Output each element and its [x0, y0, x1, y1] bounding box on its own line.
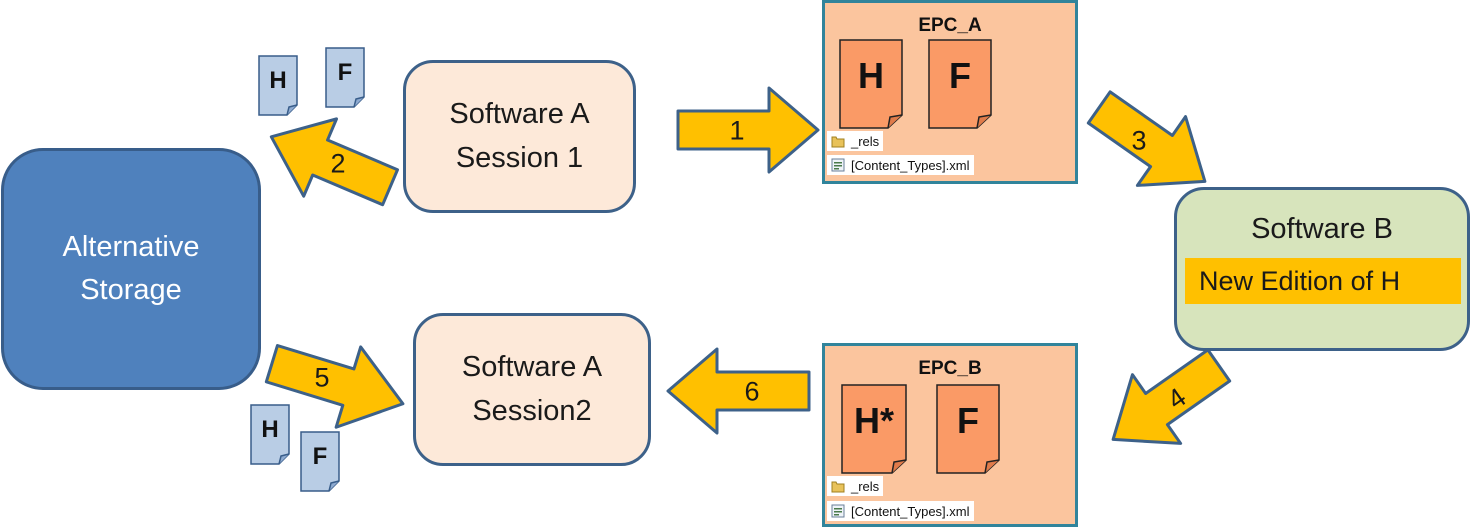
loose-top-doc-h-label: H [269, 66, 287, 94]
alternative-storage-line2: Storage [80, 274, 182, 306]
loose-bottom-doc-h-label: H [261, 415, 279, 443]
session2-line2: Session2 [472, 394, 592, 427]
arrow-6-label: 6 [744, 376, 760, 407]
arrow-1-label: 1 [729, 115, 745, 146]
loose-top-doc-f-label: F [337, 58, 353, 86]
epc-b-doc-h-label: H* [853, 399, 894, 441]
arrow-5-label: 5 [314, 362, 330, 393]
folder-icon [831, 134, 845, 148]
arrow-2-label: 2 [330, 148, 346, 179]
epc-a-rels-row: _rels [827, 131, 884, 151]
epc-b-content-types-label: [Content_Types].xml [851, 503, 970, 519]
document-icon: F [928, 39, 992, 129]
session2-line1: Software A [461, 351, 603, 383]
epc-b-content-types-row: [Content_Types].xml [827, 501, 974, 521]
document-icon: H [250, 404, 290, 465]
epc-b-title: EPC_B [918, 358, 982, 379]
block-arrow-icon [676, 86, 820, 174]
epc-a-title: EPC_A [918, 15, 982, 36]
document-icon: F [936, 384, 1000, 474]
document-icon: H [839, 39, 903, 129]
epc-b-doc-f-label: F [957, 399, 979, 441]
software-a-session1-box: Software A Session 1 [403, 60, 636, 213]
software-a-session2-box: Software A Session2 [413, 313, 651, 466]
epc-a-rels-label: _rels [851, 133, 880, 149]
document-icon: H [258, 55, 298, 116]
alternative-storage-box: Alternative Storage [1, 148, 261, 390]
alternative-storage-line1: Alternative [62, 230, 200, 263]
session1-line1: Software A [449, 98, 590, 130]
xml-file-icon [831, 504, 845, 518]
document-icon: F [300, 431, 340, 492]
arrow-3-label: 3 [1131, 125, 1147, 156]
epc-b-rels-label: _rels [851, 478, 880, 494]
epc-a-doc-h-label: H [858, 54, 884, 96]
xml-file-icon [831, 158, 845, 172]
session1-line2: Session 1 [455, 141, 584, 174]
software-b-title: Software B [1251, 213, 1393, 245]
block-arrow-icon [666, 347, 811, 435]
software-b-box: Software B New Edition of H [1174, 187, 1470, 351]
epc-b-package: EPC_B H* F _rels [Content_Types].xml [822, 343, 1078, 527]
new-edition-highlight: New Edition of H [1185, 258, 1461, 304]
loose-bottom-doc-f-label: F [312, 442, 328, 470]
epc-a-package: EPC_A H F _rels [Content_Types].xml [822, 0, 1078, 184]
document-icon: F [325, 47, 365, 108]
epc-b-rels-row: _rels [827, 476, 884, 496]
block-arrow-icon [1111, 348, 1232, 445]
document-icon: H* [841, 384, 907, 474]
epc-a-doc-f-label: F [949, 54, 971, 96]
epc-a-content-types-label: [Content_Types].xml [851, 157, 970, 173]
epc-a-content-types-row: [Content_Types].xml [827, 155, 974, 175]
folder-icon [831, 479, 845, 493]
arrow-4-label: 4 [1161, 381, 1192, 416]
